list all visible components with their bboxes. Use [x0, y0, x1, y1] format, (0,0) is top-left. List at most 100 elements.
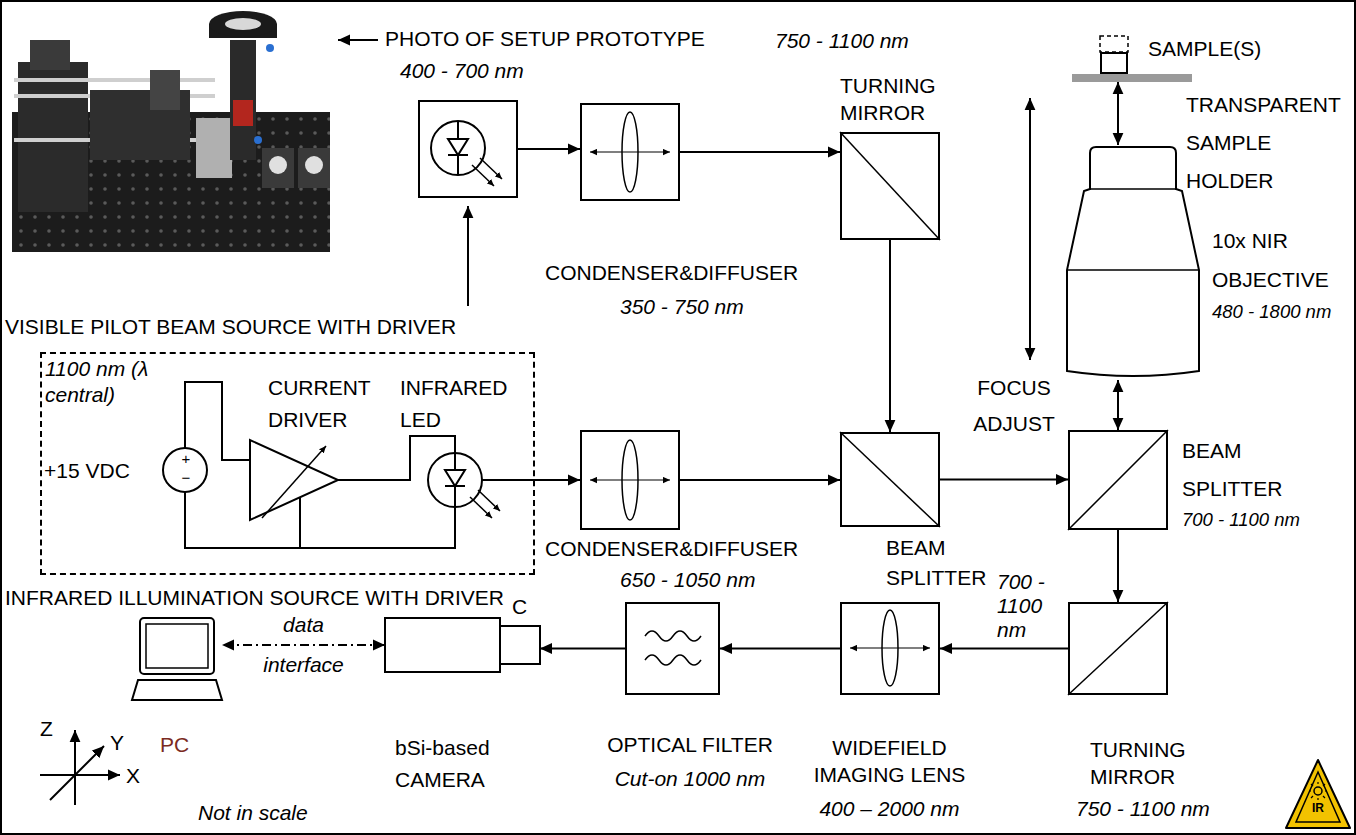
beam-splitter-box: BEAM SPLITTER700 - 1100 nm	[1068, 430, 1168, 530]
component-label: TURNING MIRROR	[840, 72, 952, 127]
pilot-led-symbol	[431, 121, 502, 186]
connector-label: data interface	[256, 605, 351, 685]
mirror-surface	[840, 132, 940, 240]
wavelength-range: 350 - 750 nm	[620, 294, 820, 320]
mirror-surface	[1068, 602, 1168, 695]
cube-mount	[196, 118, 232, 178]
x-axis	[40, 774, 120, 776]
fitting	[266, 44, 274, 52]
wavelength-range: Cut-on 1000 nm	[595, 766, 785, 792]
wavelength-range: 650 - 1050 nm	[620, 567, 820, 593]
objective-outline	[1066, 145, 1200, 380]
callout-pointer	[467, 206, 469, 306]
axis-name: Z	[40, 716, 60, 742]
objective-seam	[1067, 189, 1199, 270]
wire	[185, 492, 455, 548]
amplifier-symbol	[250, 440, 338, 520]
beam-connector	[1117, 82, 1119, 145]
part-name: CURRENT DRIVER	[268, 372, 393, 435]
stage-top	[30, 40, 70, 70]
component-label: BEAM SPLITTER	[886, 533, 992, 594]
camera: bSi-based CAMERA	[385, 615, 540, 675]
component-label: OPTICAL FILTER	[595, 732, 785, 758]
wave	[645, 631, 701, 641]
wire	[185, 382, 250, 460]
diode	[445, 453, 465, 507]
component-label: WIDEFIELD IMAGING LENS	[807, 734, 972, 789]
beam-connector	[680, 151, 840, 153]
camera-body	[385, 618, 500, 672]
driver-box	[262, 148, 294, 188]
polarity-sign: +	[179, 450, 193, 469]
beam-connector	[222, 644, 385, 646]
sample-ring	[209, 11, 277, 37]
beam-connector	[1117, 380, 1119, 430]
component-label: CONDENSER&DIFFUSER	[545, 536, 865, 562]
z-axis	[74, 730, 76, 805]
diode	[448, 121, 468, 175]
imaging-lens-box: WIDEFIELD IMAGING LENS400 – 2000 nm	[840, 602, 940, 695]
lens-axis	[850, 647, 930, 648]
ring-window	[225, 18, 261, 30]
filter-symbol	[645, 631, 701, 665]
driver-knob	[269, 156, 287, 174]
objective-band	[233, 100, 253, 126]
beam-connector	[940, 648, 1068, 650]
wavelength-range: 750 - 1100 nm	[775, 28, 975, 54]
component-label: TRANSPARENT SAMPLE HOLDER	[1186, 86, 1351, 199]
prototype-photo	[12, 11, 330, 252]
note: Not in scale	[198, 800, 338, 826]
driver-box	[298, 148, 330, 188]
component-label: CONDENSER&DIFFUSER	[545, 260, 865, 286]
laptop-base	[132, 680, 222, 700]
axis-name: Y	[110, 730, 130, 756]
beam-connector	[680, 479, 840, 481]
mount-type: C	[512, 594, 532, 620]
wavelength-note: 1100 nm (λ central)	[45, 356, 149, 409]
objective-tube	[230, 40, 256, 160]
beam-connector	[720, 648, 840, 650]
adjust-arrow	[262, 446, 326, 518]
polarity-sign: −	[179, 469, 193, 488]
rod	[14, 78, 215, 82]
emission-arrow	[478, 490, 500, 511]
warning-inner	[1296, 772, 1340, 822]
wavelength-range: 400 - 700 nm	[400, 58, 560, 84]
laptop-symbol	[132, 618, 222, 700]
wire	[338, 436, 455, 480]
beam-connector	[889, 240, 891, 432]
part-name: INFRARED LED	[400, 372, 515, 435]
wavelength-range: 750 - 1100 nm	[1076, 796, 1246, 822]
beam-connector	[540, 648, 625, 650]
driver-circuit	[163, 382, 535, 548]
sample-outline	[1100, 36, 1128, 52]
lens-mount	[500, 626, 540, 664]
ir-warning-sign	[1286, 760, 1350, 828]
supply-voltage: +15 VDC	[44, 458, 154, 484]
splitter-surface	[1068, 430, 1168, 530]
warning-text: IR	[1304, 801, 1332, 816]
voltage-source	[163, 448, 207, 492]
beam-connector	[535, 479, 580, 481]
beam-splitter-box: BEAM SPLITTER700 - 1100 nm	[840, 432, 940, 527]
beam-connector	[940, 479, 1068, 481]
axis-name: X	[126, 763, 146, 789]
fitting	[254, 136, 262, 144]
component-label: TURNING MIRROR	[1090, 736, 1205, 791]
lens-symbols	[590, 112, 930, 686]
photo-caption: PHOTO OF SETUP PROTOTYPE	[385, 26, 785, 52]
sample-holder: TRANSPARENT SAMPLE HOLDER	[1072, 74, 1192, 82]
axes-symbol	[40, 730, 120, 805]
component-label: PC	[160, 732, 220, 758]
wavelength-range: 400 – 2000 nm	[807, 796, 972, 822]
objective: 10x NIR OBJECTIVE480 - 1800 nm	[1066, 145, 1200, 380]
camera-symbol	[385, 618, 540, 672]
component-label: VISIBLE PILOT BEAM SOURCE WITH DRIVER	[5, 314, 535, 340]
stage-knob	[150, 70, 180, 110]
component-label: bSi-based CAMERA	[395, 732, 525, 795]
wavelength-range: 700 - 1100 nm	[997, 570, 1057, 642]
component-label: BEAM SPLITTER	[1182, 432, 1294, 508]
driver-knob	[305, 156, 323, 174]
condenser-box: CONDENSER&DIFFUSER350 - 750 nm	[580, 103, 680, 201]
